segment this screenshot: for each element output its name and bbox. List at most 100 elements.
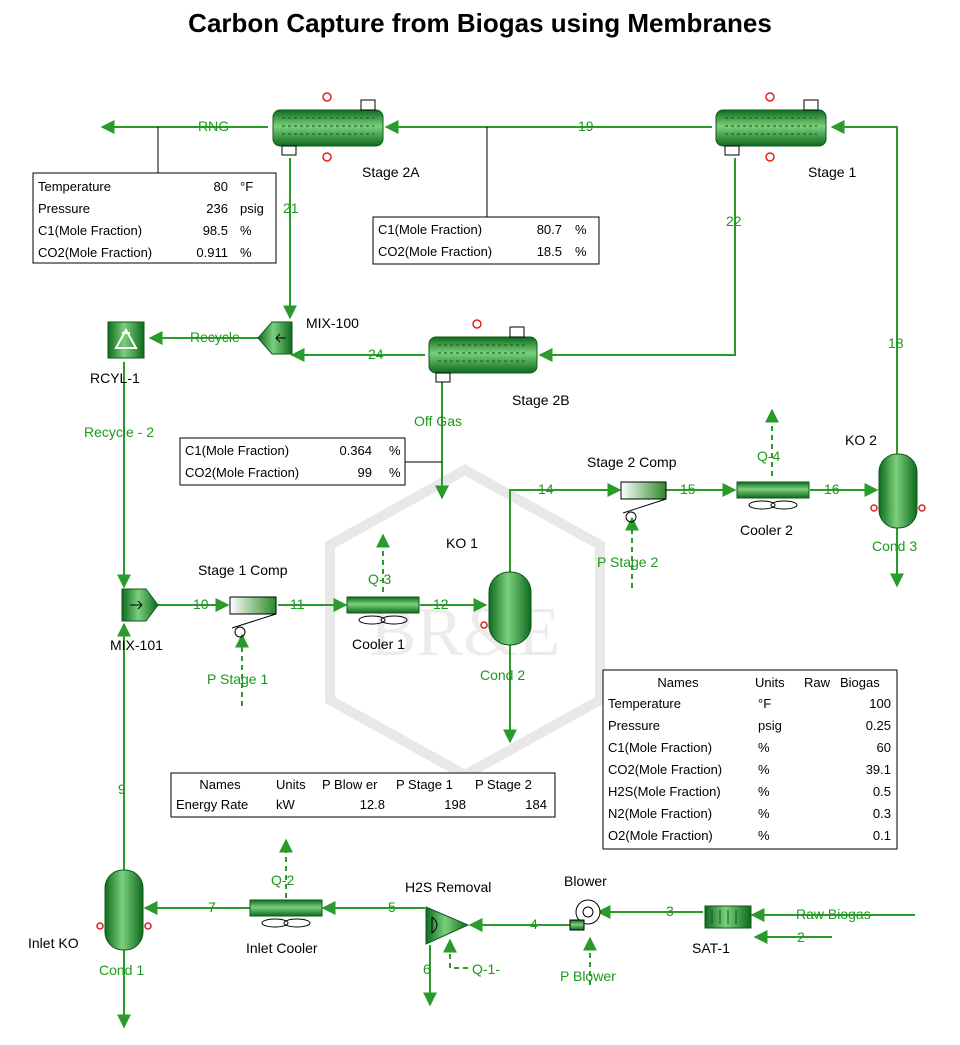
label-ko-2: KO 2 bbox=[845, 432, 877, 448]
offgas-row-value: 99 bbox=[358, 465, 372, 480]
energy-header-p-stage-1: P Stage 1 bbox=[396, 777, 453, 792]
biogas-row-value: 60 bbox=[877, 740, 891, 755]
biogas-row-value: 100 bbox=[869, 696, 891, 711]
energy-row-unit: kW bbox=[276, 797, 296, 812]
rng-row-unit: % bbox=[240, 223, 252, 238]
biogas-table-row: Temperature °F 100 bbox=[608, 696, 891, 711]
biogas-table-header: Names Units Raw Biogas bbox=[657, 675, 880, 690]
stream-14[interactable] bbox=[509, 483, 622, 572]
energy-table-row: Energy Rate kW 12.8 198 184 bbox=[176, 797, 547, 812]
biogas-table-row: CO2(Mole Fraction) % 39.1 bbox=[608, 762, 891, 777]
s19-row-name: C1(Mole Fraction) bbox=[378, 222, 482, 237]
label-stream-5: 5 bbox=[388, 899, 396, 915]
biogas-row-unit: % bbox=[758, 740, 770, 755]
label-stream-9: 9 bbox=[118, 781, 126, 797]
knockout-ko-2[interactable] bbox=[870, 453, 926, 529]
rng-row-value: 0.911 bbox=[196, 245, 228, 260]
label-stream-21: 21 bbox=[283, 200, 299, 216]
rng-properties-table: Temperature 80 °F Pressure 236 psig C1(M… bbox=[32, 172, 277, 264]
membrane-stage-1[interactable] bbox=[715, 92, 827, 162]
mixer-mix-100[interactable] bbox=[257, 321, 293, 355]
compressor-stage-2[interactable] bbox=[620, 481, 667, 523]
label-blower: Blower bbox=[564, 873, 607, 889]
rng-row-name: C1(Mole Fraction) bbox=[38, 223, 142, 238]
biogas-row-name: H2S(Mole Fraction) bbox=[608, 784, 721, 799]
biogas-row-value: 39.1 bbox=[866, 762, 891, 777]
label-q-4: Q-4 bbox=[757, 448, 781, 464]
saturator-sat-1[interactable] bbox=[704, 905, 752, 929]
energy-table-header: Names Units P Blow er P Stage 1 P Stage … bbox=[199, 777, 531, 792]
label-sat-1: SAT-1 bbox=[692, 940, 730, 956]
biogas-table-frame bbox=[602, 669, 898, 850]
energy-header-names: Names bbox=[199, 777, 241, 792]
cooler-2[interactable] bbox=[736, 481, 810, 510]
biogas-row-unit: % bbox=[758, 806, 770, 821]
offgas-row-value: 0.364 bbox=[339, 443, 372, 458]
label-stream-19: 19 bbox=[578, 118, 594, 134]
rng-row-value: 80 bbox=[214, 179, 228, 194]
label-recycle: Recycle bbox=[190, 329, 240, 345]
s19-row-value: 18.5 bbox=[537, 244, 562, 259]
blower[interactable] bbox=[569, 899, 601, 931]
stream-22[interactable] bbox=[538, 158, 736, 362]
recycle-rcyl-1[interactable] bbox=[107, 321, 145, 359]
rng-row-value: 236 bbox=[206, 201, 228, 216]
label-mix-100: MIX-100 bbox=[306, 315, 359, 331]
label-p-stage-2: P Stage 2 bbox=[597, 554, 658, 570]
label-stream-3: 3 bbox=[666, 903, 674, 919]
label-cond-2: Cond 2 bbox=[480, 667, 525, 683]
rng-row-name: Temperature bbox=[38, 179, 111, 194]
biogas-row-value: 0.5 bbox=[873, 784, 891, 799]
label-cooler-1: Cooler 1 bbox=[352, 636, 405, 652]
rng-table-row: Temperature 80 °F bbox=[38, 179, 253, 194]
inlet-cooler[interactable] bbox=[249, 899, 323, 928]
label-recycle-2: Recycle - 2 bbox=[84, 424, 154, 440]
rng-table-row: Pressure 236 psig bbox=[38, 201, 264, 216]
label-stream-14: 14 bbox=[538, 481, 554, 497]
membrane-stage-2b[interactable] bbox=[428, 319, 538, 383]
label-inlet-cooler: Inlet Cooler bbox=[246, 940, 318, 956]
knockout-ko-1[interactable] bbox=[480, 571, 532, 646]
membrane-stage-2a[interactable] bbox=[272, 92, 384, 162]
biogas-row-name: CO2(Mole Fraction) bbox=[608, 762, 722, 777]
s19-table-frame bbox=[372, 216, 600, 265]
label-off-gas: Off Gas bbox=[414, 413, 462, 429]
biogas-header-biogas: Biogas bbox=[840, 675, 880, 690]
label-q-3: Q-3 bbox=[368, 571, 392, 587]
label-q-1: Q-1- bbox=[472, 961, 500, 977]
knockout-inlet-ko[interactable] bbox=[96, 869, 152, 951]
label-raw-biogas: Raw Biogas bbox=[796, 906, 871, 922]
biogas-table-row: O2(Mole Fraction) % 0.1 bbox=[608, 828, 891, 843]
label-mix-101: MIX-101 bbox=[110, 637, 163, 653]
h2s-removal-unit[interactable] bbox=[425, 906, 470, 945]
cooler-1[interactable] bbox=[346, 596, 420, 625]
biogas-row-name: O2(Mole Fraction) bbox=[608, 828, 713, 843]
label-h2s-removal: H2S Removal bbox=[405, 879, 491, 895]
s19-table-row: CO2(Mole Fraction) 18.5 % bbox=[378, 244, 587, 259]
offgas-row-name: C1(Mole Fraction) bbox=[185, 443, 289, 458]
compressor-stage-1[interactable] bbox=[229, 596, 277, 638]
energy-value-p-stage-2: 184 bbox=[525, 797, 547, 812]
stream-19-properties-table: C1(Mole Fraction) 80.7 % CO2(Mole Fracti… bbox=[372, 216, 600, 265]
biogas-row-value: 0.25 bbox=[866, 718, 891, 733]
label-stage-2b: Stage 2B bbox=[512, 392, 570, 408]
biogas-row-name: Temperature bbox=[608, 696, 681, 711]
biogas-row-unit: % bbox=[758, 762, 770, 777]
stream-18[interactable] bbox=[830, 120, 898, 455]
energy-table-frame bbox=[170, 772, 556, 818]
mixer-mix-101[interactable] bbox=[121, 588, 159, 622]
label-stream-15: 15 bbox=[680, 481, 696, 497]
s19-row-name: CO2(Mole Fraction) bbox=[378, 244, 492, 259]
rng-table-row: C1(Mole Fraction) 98.5 % bbox=[38, 223, 252, 238]
biogas-table-row: N2(Mole Fraction) % 0.3 bbox=[608, 806, 891, 821]
energy-row-name: Energy Rate bbox=[176, 797, 248, 812]
label-stream-11: 11 bbox=[290, 596, 305, 612]
label-inlet-ko: Inlet KO bbox=[28, 935, 79, 951]
label-stream-6: 6 bbox=[423, 961, 431, 977]
label-p-stage-1: P Stage 1 bbox=[207, 671, 268, 687]
label-stage-2-comp: Stage 2 Comp bbox=[587, 454, 677, 470]
energy-q-1[interactable] bbox=[443, 938, 468, 969]
rng-row-unit: °F bbox=[240, 179, 253, 194]
offgas-table-row: CO2(Mole Fraction) 99 % bbox=[185, 465, 401, 480]
